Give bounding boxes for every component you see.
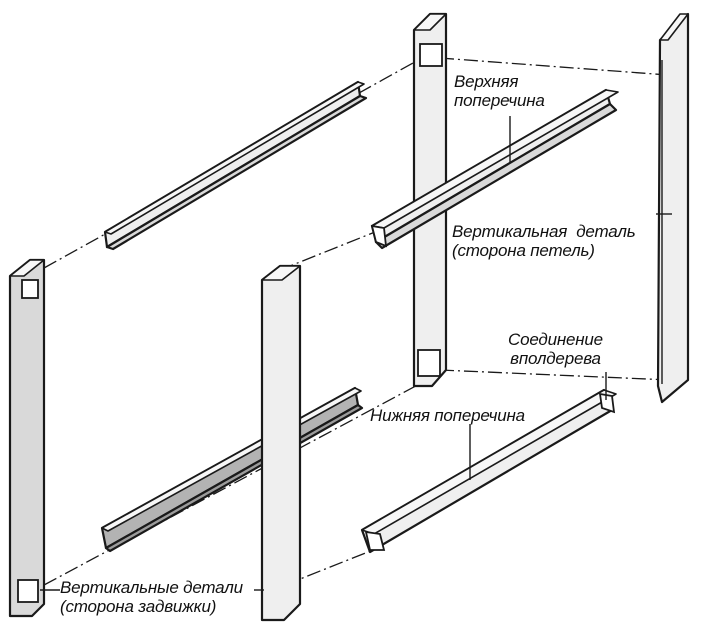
centerline-low-left — [43, 372, 441, 586]
leader-lines — [40, 116, 672, 591]
middle-front-stile — [260, 264, 302, 622]
centerline-mid-right — [439, 369, 671, 381]
label-latch-stile-line2: (сторона задвижки) — [60, 597, 217, 616]
bottom-rail — [360, 388, 617, 554]
label-hinge-stile-line2: (сторона петель) — [452, 241, 595, 260]
centerline-mid-left — [279, 231, 376, 271]
label-latch-stile-line1: Вертикальные детали — [60, 578, 243, 597]
label-joint-line1: Соединение — [508, 330, 603, 349]
label-bottom-rail: Нижняя поперечина — [370, 406, 525, 425]
label-joint-line2: вполдерева — [510, 349, 601, 368]
upper-left-rail — [103, 80, 368, 251]
right-far-stile — [656, 12, 690, 404]
label-bottom-rail-line1: Нижняя поперечина — [370, 406, 525, 425]
centerline-top-right — [439, 57, 669, 76]
alignment-centerlines — [43, 57, 671, 586]
lower-left-rail — [100, 386, 364, 553]
label-top-rail-line1: Верхняя — [454, 72, 519, 91]
label-hinge-stile-line1: Вертикальная деталь — [452, 222, 636, 241]
left-front-stile — [8, 258, 46, 618]
label-latch-stile: Вертикальные детали (сторона задвижки) — [60, 578, 243, 616]
label-hinge-stile: Вертикальная деталь (сторона петель) — [452, 222, 636, 260]
label-top-rail-line2: поперечина — [454, 91, 545, 110]
label-joint: Соединение вполдерева — [508, 330, 603, 368]
label-top-rail: Верхняя поперечина — [454, 72, 545, 110]
top-rail — [370, 88, 619, 250]
centerline-bottom — [284, 547, 379, 586]
